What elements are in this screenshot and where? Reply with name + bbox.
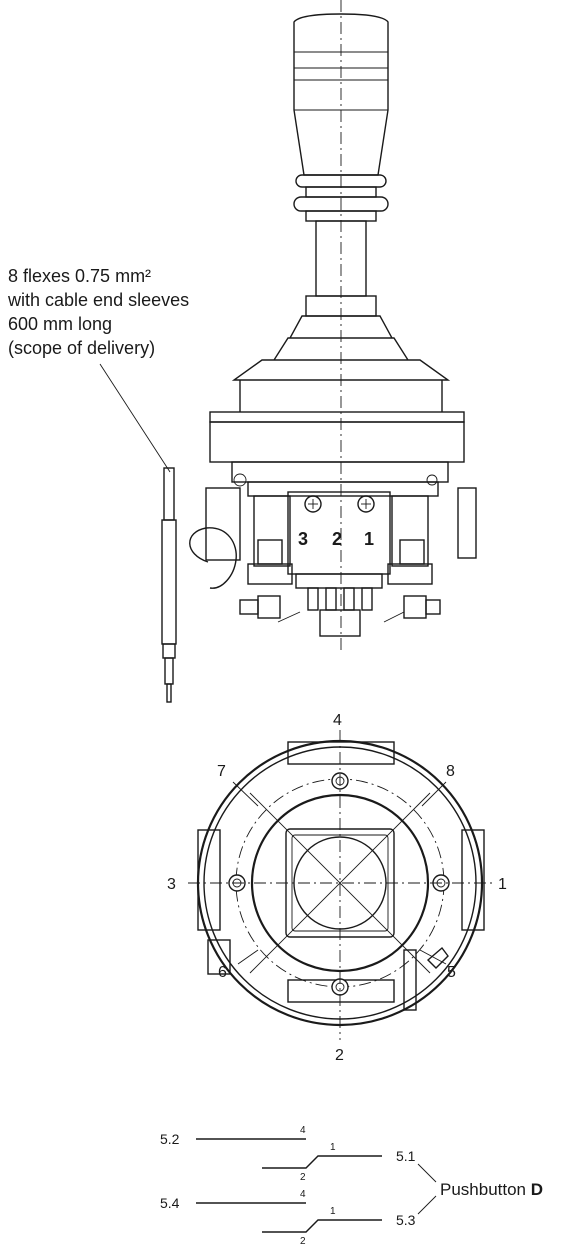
mounting-flange [209,411,465,423]
contact-a-pin-mid: 1 [330,1142,336,1153]
direction-label-8: 8 [446,763,455,780]
top-view: 1 2 3 4 5 6 7 8 [167,712,507,1064]
cable-note-line-2: with cable end sleeves [8,290,190,310]
microswitch-terminals [295,573,383,637]
direction-label-4: 4 [333,712,342,729]
terminal-label-3: 3 [298,529,308,549]
terminal-label-2: 2 [332,529,342,549]
contact-b-left-label: 5.4 [160,1195,180,1211]
pushbutton-text: Pushbutton [440,1180,526,1199]
pushbutton-leader-bottom [417,1195,437,1215]
mounting-plate [209,421,465,463]
contact-b-pin-mid: 1 [330,1206,336,1217]
cable-bundle [161,467,177,703]
left-bracket [205,487,241,561]
grip-rings [293,174,389,222]
handle-knob [293,13,389,176]
pushbutton-label: Pushbutton D [440,1180,543,1199]
direction-label-5: 5 [447,964,456,981]
contact-a-right-label: 5.1 [396,1148,416,1164]
contact-b-pin-bottom: 2 [300,1236,306,1247]
terminal-label-1: 1 [364,529,374,549]
switch-schematic: 5.2 5.1 4 1 2 5.4 5.3 4 1 2 Pushbutton D [160,1125,543,1247]
rubber-gaiter [231,315,451,381]
pushbutton-leader-top [417,1163,437,1183]
cable-note-line-3: 600 mm long [8,314,113,334]
direction-label-7: 7 [217,763,226,780]
contact-b-pin-top: 4 [300,1189,306,1200]
direction-label-3: 3 [167,876,176,893]
cable-leader-line [99,363,171,473]
direction-label-2: 2 [335,1047,344,1064]
contact-b-right-label: 5.3 [396,1212,416,1228]
direction-label-1: 1 [498,876,507,893]
cable-loop [189,527,237,589]
screw-left [304,495,322,513]
cable-note-line-4: (scope of delivery) [8,338,156,358]
side-view: 3 2 1 [189,0,477,650]
cable-note: 8 flexes 0.75 mm² with cable end sleeves… [8,264,189,360]
right-bracket [457,487,477,559]
pushbutton-letter: D [531,1180,543,1199]
contact-a-pin-bottom: 2 [300,1172,306,1183]
contact-a-left-label: 5.2 [160,1131,180,1147]
tab-right [461,829,485,931]
contact-a: 5.2 5.1 4 1 2 [160,1125,416,1183]
inner-ring [250,793,430,973]
cable-note-line-1: 8 flexes 0.75 mm² [8,266,152,286]
contact-a-pin-top: 4 [300,1125,306,1136]
direction-label-6: 6 [218,964,227,981]
screw-right [357,495,375,513]
contact-b: 5.4 5.3 4 1 2 [160,1189,416,1247]
